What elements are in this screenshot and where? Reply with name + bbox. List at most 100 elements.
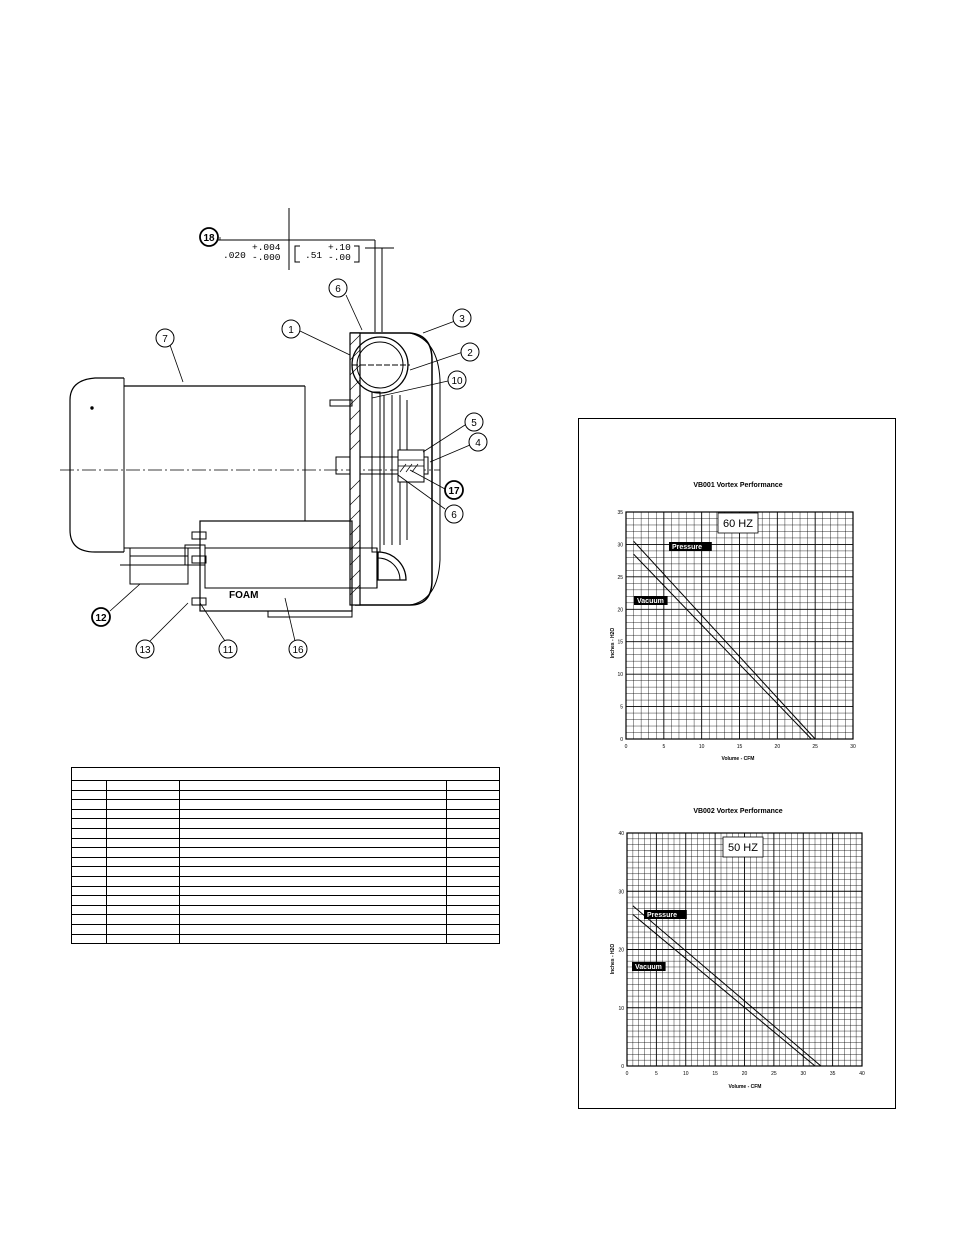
- chart2-x-axis-label: Volume - CFM: [729, 1084, 762, 1090]
- parts-table-cell: [446, 780, 500, 791]
- parts-list-table: [71, 767, 500, 945]
- parts-table-cell: [179, 818, 447, 829]
- parts-table-cell: [71, 847, 107, 858]
- tolerance-inch-minus: -.000: [252, 252, 281, 263]
- chart2-y-axis-label: Inches - H2O: [610, 944, 616, 975]
- chart2-plot-frame: [626, 832, 863, 1067]
- tolerance-mm-nominal: .51: [305, 250, 322, 261]
- callout-13: 13: [139, 645, 151, 656]
- chart2-series-pressure-line: [632, 905, 822, 1067]
- parts-table-cell: [71, 923, 107, 935]
- chart1-y-tick-label: 30: [617, 542, 623, 548]
- parts-table-cell: [179, 827, 447, 839]
- parts-table-cell: [179, 799, 447, 810]
- chart1-y-tick-label: 25: [617, 575, 623, 581]
- tolerance-mm-plus: +.10: [328, 242, 351, 253]
- parts-table-row: [71, 847, 500, 858]
- chart2-y-tick-label: 20: [618, 948, 624, 954]
- parts-table-cell: [71, 933, 107, 945]
- parts-table-cell: [106, 827, 180, 839]
- parts-table-row: [71, 818, 500, 829]
- parts-table-cell: [446, 866, 500, 877]
- chart1-frequency-label: 60 HZ: [723, 518, 753, 530]
- parts-table-cell: [106, 847, 180, 858]
- parts-table-cell: [106, 837, 180, 849]
- parts-table-row: [71, 789, 500, 801]
- chart1-frequency-box: [717, 512, 759, 534]
- parts-table-cell: [179, 789, 447, 801]
- callout-5: 5: [471, 418, 477, 429]
- parts-table-row: [71, 856, 500, 868]
- parts-table-row: [71, 895, 500, 906]
- chart2-y-tick-label: 10: [618, 1006, 624, 1012]
- parts-table-cell: [71, 856, 107, 868]
- chart1-title: VB001 Vortex Performance: [693, 482, 782, 489]
- callout-7: 7: [162, 334, 168, 345]
- chart1-legend-pressure-box: [669, 542, 712, 551]
- callout-6-top: 6: [335, 284, 341, 295]
- parts-table-row: [71, 885, 500, 897]
- parts-table-cell: [106, 923, 180, 935]
- parts-table-cell: [446, 827, 500, 839]
- parts-table-cell: [179, 933, 447, 945]
- parts-table-row: [71, 799, 500, 810]
- parts-table-cell: [71, 866, 107, 877]
- parts-table-row: [71, 933, 500, 945]
- parts-table-cell: [71, 808, 107, 820]
- parts-table-cell: [71, 914, 107, 925]
- chart1-y-tick-label: 5: [620, 705, 623, 711]
- chart2-frequency-box: [722, 836, 764, 858]
- chart2-legend-pressure-label: Pressure: [647, 912, 677, 919]
- parts-table-cell: [106, 818, 180, 829]
- callout-11: 11: [223, 645, 234, 656]
- parts-table-cell: [106, 875, 180, 887]
- chart1-legend-pressure-label: Pressure: [672, 544, 702, 551]
- chart1-series-vacuum-line: [633, 553, 812, 740]
- parts-table-cell: [179, 847, 447, 858]
- chart2-x-tick-label: 30: [800, 1071, 806, 1077]
- chart2-title: VB002 Vortex Performance: [693, 808, 782, 815]
- chart2-legend-vacuum-label: Vacuum: [635, 964, 662, 971]
- chart1-series-pressure-line: [633, 540, 816, 740]
- parts-table-cell: [179, 808, 447, 820]
- chart1-x-tick-label: 0: [625, 744, 628, 750]
- parts-table-cell: [106, 808, 180, 820]
- parts-table-cell: [446, 789, 500, 801]
- parts-table-cell: [446, 904, 500, 916]
- parts-table-cell: [179, 895, 447, 906]
- parts-table-header-cell: [71, 767, 500, 781]
- parts-table-cell: [71, 904, 107, 916]
- parts-table-cell: [446, 856, 500, 868]
- parts-table-cell: [446, 847, 500, 858]
- chart2-x-tick-label: 25: [771, 1071, 777, 1077]
- parts-table-cell: [446, 914, 500, 925]
- callout-18: 18: [203, 233, 215, 244]
- chart2-x-tick-label: 35: [830, 1071, 836, 1077]
- callout-10: 10: [451, 376, 463, 387]
- chart1-y-tick-label: 15: [617, 640, 623, 646]
- chart2-x-tick-label: 40: [859, 1071, 865, 1077]
- callout-6-bottom: 6: [451, 510, 457, 521]
- parts-table-cell: [71, 885, 107, 897]
- parts-table-cell: [446, 875, 500, 887]
- chart1-x-tick-label: 5: [662, 744, 665, 750]
- callout-3: 3: [459, 314, 465, 325]
- chart2-x-tick-label: 10: [683, 1071, 689, 1077]
- chart1-y-axis-label: Inches - H2O: [610, 628, 616, 659]
- parts-table-row: [71, 827, 500, 839]
- parts-table-cell: [106, 789, 180, 801]
- performance-charts-panel: VB001 Vortex Performance Volume - CFM In…: [578, 418, 896, 1109]
- parts-table-cell: [71, 780, 107, 791]
- parts-table-cell: [106, 780, 180, 791]
- callout-12: 12: [95, 613, 107, 624]
- parts-table-row: [71, 780, 500, 791]
- parts-table-cell: [179, 780, 447, 791]
- foam-label: FOAM: [229, 590, 258, 601]
- parts-table-cell: [179, 914, 447, 925]
- parts-table-cell: [106, 885, 180, 897]
- chart1-x-tick-label: 15: [737, 744, 743, 750]
- parts-table-row: [71, 914, 500, 925]
- parts-table-cell: [446, 808, 500, 820]
- chart2-x-tick-label: 20: [742, 1071, 748, 1077]
- chart1-x-tick-label: 10: [699, 744, 705, 750]
